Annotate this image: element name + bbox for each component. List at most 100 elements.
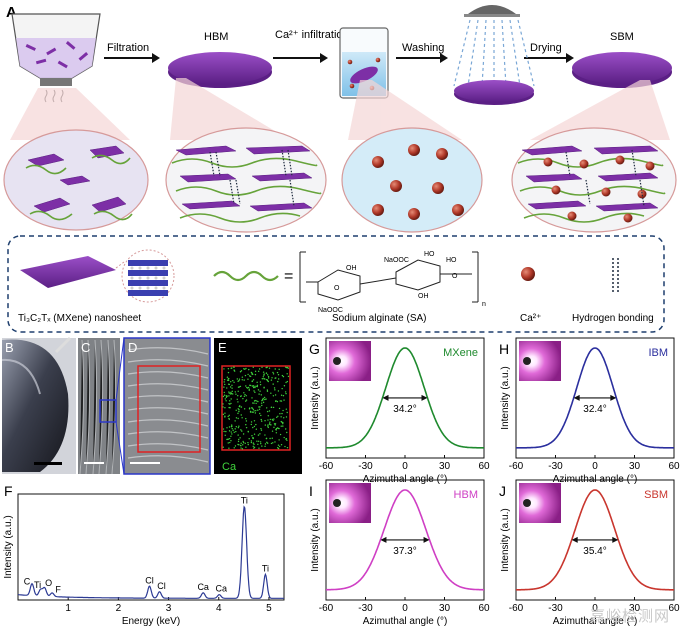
fwhm-arrowhead-left: [571, 536, 578, 543]
panel-letter-h: H: [499, 341, 509, 357]
x-axis-label: Energy (keV): [122, 616, 180, 627]
fwhm-label: 34.2°: [393, 404, 416, 415]
x-tick-label: 3: [166, 603, 172, 614]
panel-letter-d: D: [128, 340, 137, 355]
svg-text:O: O: [452, 273, 458, 280]
zoom-circle-ca-solution: [341, 127, 483, 233]
beam-stop: [333, 357, 341, 365]
eds-map-ca-label: Ca: [222, 461, 237, 473]
legend-mxene-sheet: [20, 249, 175, 303]
y-axis-label: Intensity (a.u.): [3, 515, 14, 578]
svg-text:NaOOC: NaOOC: [384, 257, 409, 264]
fwhm-arrowhead-left: [573, 394, 580, 401]
step-drying: Drying: [530, 42, 562, 54]
x-axis-label: Azimuthal angle (°): [363, 616, 448, 627]
legend-ca-label: Ca²⁺: [520, 313, 541, 324]
svg-text:OH: OH: [346, 265, 357, 272]
fwhm-label: 32.4°: [583, 404, 606, 415]
legend-equals: =: [284, 268, 293, 285]
x-tick-label: 0: [592, 603, 598, 614]
spectrum-line: [18, 505, 284, 599]
legend-ca-ion: [521, 267, 535, 281]
x-tick-label: -30: [548, 461, 563, 472]
y-axis-label: Intensity (a.u.): [500, 508, 511, 571]
series-label: SBM: [644, 489, 668, 501]
x-tick-label: 0: [402, 461, 408, 472]
y-axis-label: Intensity (a.u.): [310, 366, 321, 429]
panel-letter-i: I: [309, 483, 313, 499]
peak-label: Ti: [262, 563, 269, 573]
legend-hb-label: Hydrogen bonding: [572, 313, 654, 324]
panel-a-schematic: A: [3, 4, 677, 333]
x-tick-label: -30: [358, 461, 373, 472]
fwhm-label: 35.4°: [583, 546, 606, 557]
fwhm-arrowhead-right: [423, 536, 430, 543]
svg-text:NaOOC: NaOOC: [318, 307, 343, 314]
legend-sa-structure: [299, 251, 479, 303]
svg-text:HO: HO: [446, 257, 457, 264]
washing-shower: [453, 5, 535, 105]
hbm-film: [168, 52, 272, 88]
x-tick-label: 0: [592, 461, 598, 472]
svg-text:HO: HO: [424, 251, 435, 258]
peak-label: Ti: [241, 495, 248, 505]
series-label: MXene: [443, 347, 478, 359]
profile-line: [326, 489, 484, 591]
series-label: HBM: [454, 489, 478, 501]
x-tick-label: -30: [548, 603, 563, 614]
panel-letter-b: B: [5, 340, 14, 355]
step-washing: Washing: [402, 42, 444, 54]
panel-letter-a: A: [6, 4, 17, 21]
legend-hb-icon: [612, 258, 619, 292]
series-label: IBM: [648, 347, 668, 359]
x-tick-label: -30: [358, 603, 373, 614]
x-tick-label: -60: [509, 461, 524, 472]
beam-stop: [523, 357, 531, 365]
peak-label: Ca: [215, 584, 227, 594]
panel-e-eds-map: E Ca: [214, 338, 302, 474]
legend-sa-structure-labels: NaOOC NaOOC HO OH O HO OH O n: [318, 251, 486, 314]
x-tick-label: 30: [629, 461, 641, 472]
panel-letter-j: J: [499, 483, 506, 499]
sbm-film: [572, 52, 672, 88]
fwhm-label: 37.3°: [393, 546, 416, 557]
beam-stop: [523, 499, 531, 507]
zoom-circle-hbm: [165, 127, 327, 233]
x-tick-label: -60: [319, 461, 334, 472]
fwhm-arrowhead-right: [612, 536, 619, 543]
x-tick-label: 4: [216, 603, 222, 614]
peak-label: Ti: [34, 580, 41, 590]
x-tick-label: 30: [629, 603, 641, 614]
legend-box: [7, 235, 665, 333]
peak-label: Cl: [157, 581, 166, 591]
x-tick-label: 60: [478, 603, 490, 614]
x-tick-label: -60: [509, 603, 524, 614]
x-tick-label: 0: [402, 603, 408, 614]
panel-letter-f: F: [4, 483, 13, 499]
profile-line: [326, 347, 484, 449]
label-sbm: SBM: [610, 31, 634, 43]
zoom-circle-dispersion: [3, 129, 149, 231]
watermark: 嘉峪检测网: [589, 608, 670, 625]
panel-letter-e: E: [218, 340, 227, 355]
beam-stop: [333, 499, 341, 507]
profile-line: [516, 489, 674, 591]
profile-line: [516, 347, 674, 449]
svg-text:OH: OH: [418, 293, 429, 300]
zoom-cones: [10, 78, 670, 140]
legend-sa-label: Sodium alginate (SA): [332, 313, 427, 324]
peak-label: Ca: [197, 582, 209, 592]
x-tick-label: 60: [668, 461, 680, 472]
y-axis-label: Intensity (a.u.): [310, 508, 321, 571]
x-tick-label: 1: [65, 603, 71, 614]
step-filtration: Filtration: [107, 42, 149, 54]
panel-c-sem: C: [78, 338, 120, 475]
zoom-circle-sbm: [511, 127, 677, 233]
panel-letter-c: C: [81, 340, 90, 355]
